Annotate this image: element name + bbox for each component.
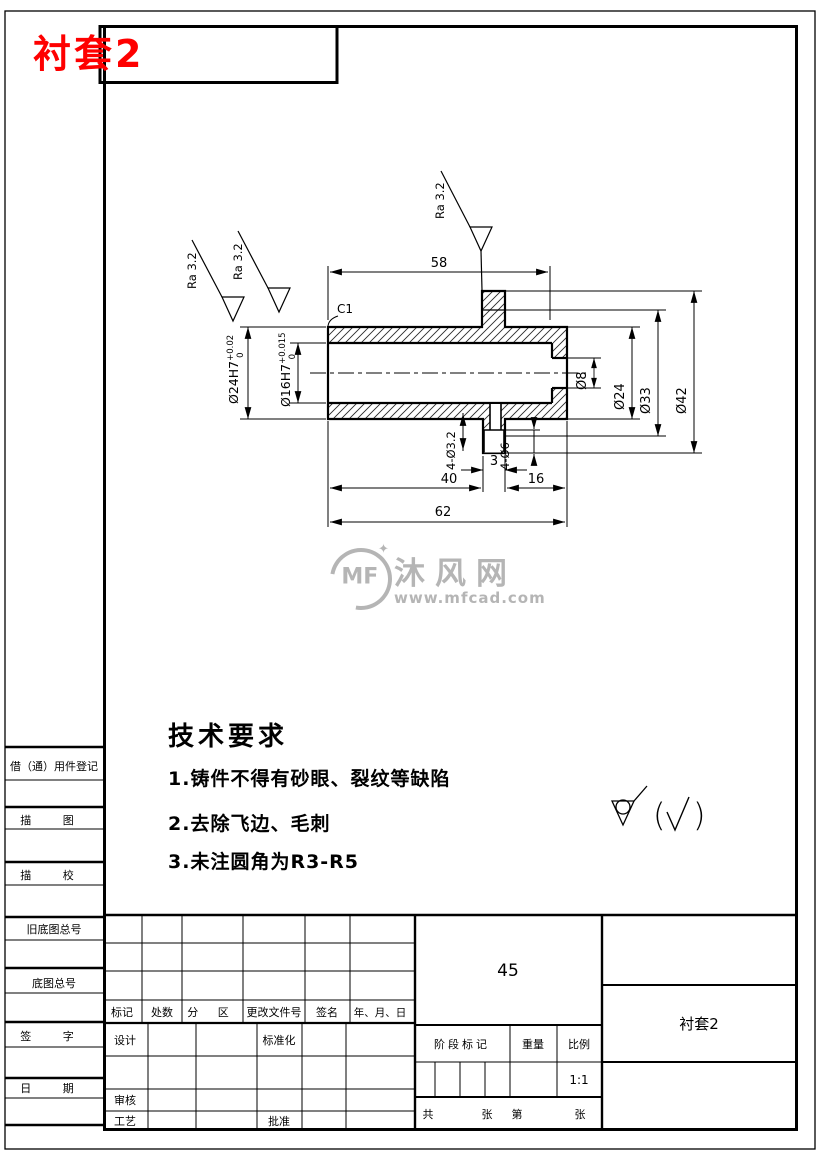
hole-callouts: 4-Ø3.2 4-Ø6 xyxy=(444,413,540,470)
tb-scale-value: 1:1 xyxy=(569,1073,588,1087)
sidebar-borrow-label: 借（通）用件登记 xyxy=(10,759,98,773)
bore-24-label: Ø24H7+0.020 xyxy=(226,335,246,404)
dim-diameters-right: Ø8 Ø24 Ø33 Ø42 xyxy=(505,290,702,454)
tb-scale-label: 比例 xyxy=(568,1037,590,1051)
tb-audit-label: 审核 xyxy=(114,1093,136,1107)
title-block: 标记 处数 分 区 更改文件号 签名 年、月、日 设计 标准化 审核 工艺 批准… xyxy=(103,913,797,1130)
tb-sheets-total: 共 xyxy=(423,1108,434,1121)
dim-58-value: 58 xyxy=(431,256,448,271)
watermark-site-name: 沐风网 xyxy=(394,556,517,592)
dia-33-value: Ø33 xyxy=(639,387,654,414)
part-outline xyxy=(326,289,569,455)
tb-design-label: 设计 xyxy=(114,1034,136,1047)
tb-stage-label: 阶段标记 xyxy=(434,1037,490,1051)
basic-check-icon xyxy=(666,796,690,832)
tb-sheets-a: 张 xyxy=(482,1108,493,1121)
tb-header-count: 处数 xyxy=(151,1006,173,1019)
watermark-site-url: www.mfcad.com xyxy=(394,589,546,607)
chamfer-label: C1 xyxy=(337,302,353,316)
tech-req-item: 2.去除飞边、毛刺 xyxy=(168,813,331,835)
ra-symbol-1-label: Ra 3.2 xyxy=(185,252,199,289)
title-strip-box xyxy=(98,25,339,84)
tb-part-name: 衬套2 xyxy=(679,1015,719,1033)
tech-req-heading: 技术要求 xyxy=(168,722,289,752)
dim-58: 58 xyxy=(327,256,551,320)
dim-3-value: 3 xyxy=(490,454,498,469)
dim-62-value: 62 xyxy=(435,505,452,520)
dia-42-value: Ø42 xyxy=(675,387,690,414)
tech-req-item: 3.未注圆角为R3-R5 xyxy=(168,851,360,873)
tb-standard-label: 标准化 xyxy=(263,1033,296,1047)
ra-symbol-2: Ra 3.2 xyxy=(231,230,291,314)
ra-symbol-2-label: Ra 3.2 xyxy=(231,243,245,280)
roughness-symbols: Ra 3.2 Ra 3.2 Ra 3.2 xyxy=(185,170,493,323)
tb-header-mark: 标记 xyxy=(111,1005,133,1019)
ra-symbol-1: Ra 3.2 xyxy=(185,239,245,323)
outer-border xyxy=(4,10,816,1150)
mfcad-logo-text: MF xyxy=(341,564,379,590)
sidebar-old-chart-no-label: 旧底图总号 xyxy=(27,922,82,936)
tb-material-value: 45 xyxy=(497,961,519,981)
part-view xyxy=(310,289,588,455)
no-machining-check-icon xyxy=(610,800,636,827)
chamfer-callout: C1 xyxy=(327,302,353,328)
paren-open: ( xyxy=(653,796,665,834)
tb-sheets-no: 第 xyxy=(512,1107,523,1121)
sidebar-date-label: 日 期 xyxy=(20,1082,88,1095)
tb-approve-label: 批准 xyxy=(268,1114,290,1128)
tb-header-sign: 签名 xyxy=(316,1005,338,1019)
dia-8-value: Ø8 xyxy=(575,371,590,390)
tb-process-label: 工艺 xyxy=(114,1115,136,1128)
inner-frame xyxy=(103,25,798,1131)
sidebar-chart-no-label: 底图总号 xyxy=(32,976,76,990)
dimensions: 58 3 40 16 62 Ø8 xyxy=(226,256,702,527)
ra-symbol-3-label: Ra 3.2 xyxy=(433,182,447,219)
bore-lines xyxy=(328,341,567,405)
holes-drill-label: 4-Ø3.2 xyxy=(444,431,458,470)
dia-24-value: Ø24 xyxy=(613,383,628,410)
surface-note: ( ) xyxy=(610,785,705,834)
bore-16-label: Ø16H7+0.0150 xyxy=(278,332,298,407)
tb-sheets-b: 张 xyxy=(575,1108,586,1121)
tb-header-doc-no: 更改文件号 xyxy=(247,1005,302,1019)
sidebar-tracing-label: 描 图 xyxy=(20,813,88,827)
dim-40-value: 40 xyxy=(441,472,458,487)
sidebar-check-label: 描 校 xyxy=(20,868,88,882)
dim-bottom: 3 40 16 62 xyxy=(327,421,568,527)
tech-req-item: 1.铸件不得有砂眼、裂纹等缺陷 xyxy=(168,768,451,790)
logo-star-icon: ✦ xyxy=(378,542,389,557)
ra-symbol-3: Ra 3.2 xyxy=(433,170,493,291)
sheet-borders xyxy=(4,10,816,1150)
paren-close: ) xyxy=(693,796,705,834)
dim-16-value: 16 xyxy=(528,472,545,487)
tb-weight-label: 重量 xyxy=(522,1037,544,1051)
tb-header-zone: 分 区 xyxy=(187,1006,237,1019)
tb-header-date: 年、月、日 xyxy=(354,1006,407,1019)
cbore-hole xyxy=(483,404,505,453)
dim-bores-left: Ø24H7+0.020 Ø16H7+0.0150 xyxy=(226,326,326,420)
sheet-title: 衬套2 xyxy=(33,32,145,76)
holes-cbore-label: 4-Ø6 xyxy=(498,442,512,470)
sidebar: 借（通）用件登记 描 图 描 校 旧底图总号 底图总号 签 字 日 期 xyxy=(5,745,103,1127)
section-hatch xyxy=(328,291,567,453)
sidebar-signature-label: 签 字 xyxy=(20,1029,88,1043)
